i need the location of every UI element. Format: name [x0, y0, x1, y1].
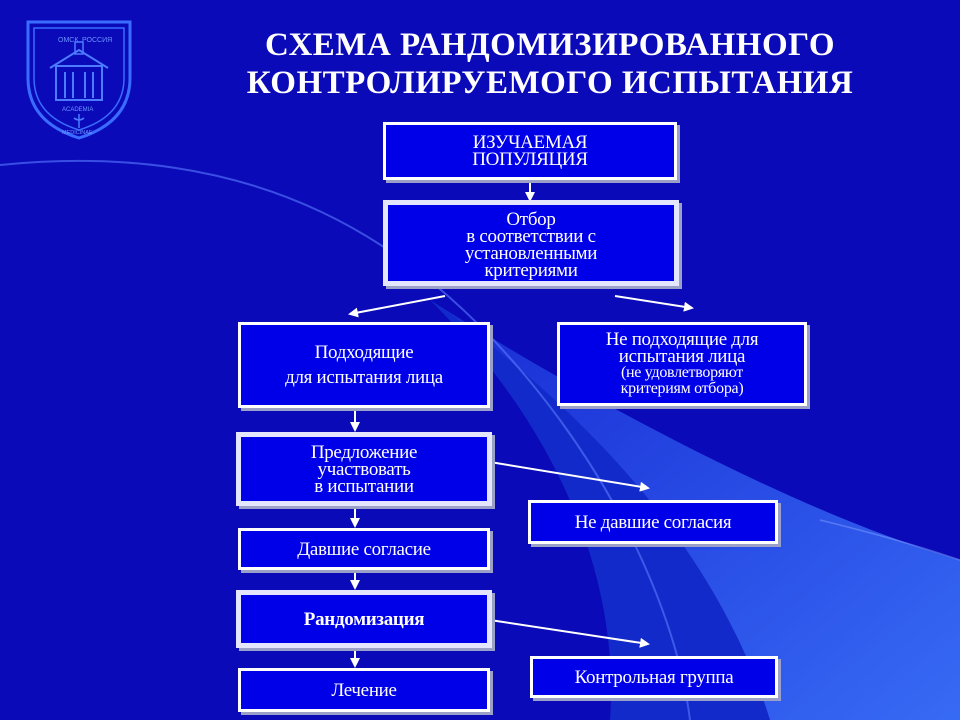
node-unsuitable: Не подходящие для испытания лица (не удо… — [557, 322, 807, 406]
node-selection: Отбор в соответствии с установленными кр… — [383, 200, 679, 286]
unsuitable-line-2: испытания лица — [618, 346, 746, 367]
consent-label: Давшие согласие — [297, 538, 431, 560]
suitable-line-1: Подходящие — [314, 342, 414, 363]
node-suitable: Подходящие для испытания лица — [238, 322, 490, 408]
unsuitable-line-4: критериям отбора) — [620, 380, 744, 397]
node-control: Контрольная группа — [530, 656, 778, 698]
selection-line-1: Отбор — [506, 209, 556, 230]
node-population: ИЗУЧАЕМАЯ ПОПУЛЯЦИЯ — [383, 122, 677, 180]
logo-text-russia: РОССИЯ — [82, 37, 112, 44]
node-treatment: Лечение — [238, 668, 490, 712]
academy-logo: ОМСК РОССИЯ ACADEMIA MEDICINAE — [26, 20, 132, 140]
randomization-label: Рандомизация — [303, 608, 425, 630]
title-line-2: КОНТРОЛИРУЕМОГО ИСПЫТАНИЯ — [246, 65, 854, 101]
offer-line-2: участвовать — [317, 458, 411, 480]
logo-text-medicinae: MEDICINAE — [62, 130, 93, 136]
population-line-2: ПОПУЛЯЦИЯ — [472, 149, 588, 170]
unsuitable-line-1: Не подходящие для — [605, 329, 759, 350]
treatment-label: Лечение — [331, 679, 397, 701]
offer-line-3: в испытании — [314, 475, 414, 497]
logo-text-omsk: ОМСК — [58, 37, 79, 44]
population-line-1: ИЗУЧАЕМАЯ — [472, 132, 588, 153]
suitable-line-2: для испытания лица — [285, 367, 443, 388]
selection-line-4: критериями — [484, 260, 578, 281]
selection-line-2: в соответствии с — [466, 226, 596, 247]
node-no-consent: Не давшие согласия — [528, 500, 778, 544]
node-randomization: Рандомизация — [236, 590, 492, 648]
no-consent-label: Не давшие согласия — [574, 511, 732, 533]
node-consent: Давшие согласие — [238, 528, 490, 570]
unsuitable-line-3: (не удовлетворяют — [621, 364, 743, 381]
offer-line-1: Предложение — [310, 441, 418, 463]
control-label: Контрольная группа — [574, 666, 734, 688]
selection-line-3: установленными — [464, 243, 598, 264]
logo-text-academia: ACADEMIA — [62, 107, 93, 113]
slide-title: СХЕМА РАНДОМИЗИРОВАННОГО КОНТРОЛИРУЕМОГО… — [150, 26, 950, 102]
title-line-1: СХЕМА РАНДОМИЗИРОВАННОГО — [264, 27, 835, 63]
node-offer: Предложение участвовать в испытании — [236, 432, 492, 506]
